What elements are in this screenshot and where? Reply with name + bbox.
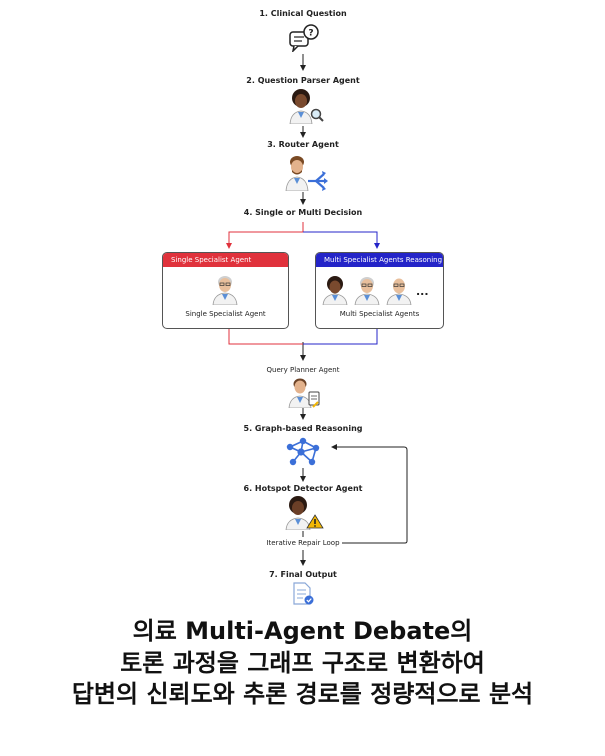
single-box-label: Single Specialist Agent [185,310,266,318]
doctor-icon [354,277,380,305]
branch-red [226,222,304,345]
step-final-output: 7. Final Output [269,570,337,579]
multi-box-header: Multi Specialist Agents Reasoning [316,253,443,267]
branch-blue [303,231,380,345]
step-single-or-multi: 4. Single or Multi Decision [243,208,363,217]
doctor-warning-icon [285,496,324,530]
step-hotspot-detector: 6. Hotspot Detector Agent [243,484,363,493]
step-graph-reasoning: 5. Graph-based Reasoning [243,424,363,433]
single-box-header: Single Specialist Agent Reasoning [163,253,288,278]
doctor-router-icon [285,156,328,191]
step-clinical-question: 1. Clinical Question [259,9,347,18]
doctor-clipboard-icon [288,378,320,408]
svg-text:?: ? [308,29,313,39]
doctor-magnifier-icon [289,89,324,124]
doctor-icon [322,276,348,305]
step-router-agent: 3. Router Agent [267,140,339,149]
document-check-icon [293,582,314,605]
graph-network-icon [286,437,320,466]
step-question-parser: 2. Question Parser Agent [246,76,360,85]
doctor-icon [212,276,238,305]
caption-line-2: 토론 과정을 그래프 구조로 변환하여 [120,649,485,677]
multi-specialist-box: Multi Specialist Agents Reasoning ... Mu… [315,252,444,329]
more-agents-ellipsis: ... [416,285,429,298]
single-specialist-box: Single Specialist Agent Reasoning Single… [162,252,289,329]
caption-line-3: 답변의 신뢰도와 추론 경로를 정량적으로 분석 [71,680,534,708]
flow-connectors [226,54,408,566]
iterative-repair-loop-label: Iterative Repair Loop [266,539,340,547]
doctor-icon [386,278,412,305]
query-planner-label: Query Planner Agent [266,366,340,374]
caption-line-1: 의료 Multi-Agent Debate의 [132,617,473,645]
chat-question-icon: ? [289,24,319,52]
multi-box-label: Multi Specialist Agents [339,310,420,318]
warning-icon [306,514,324,529]
repair-loop [331,444,408,544]
